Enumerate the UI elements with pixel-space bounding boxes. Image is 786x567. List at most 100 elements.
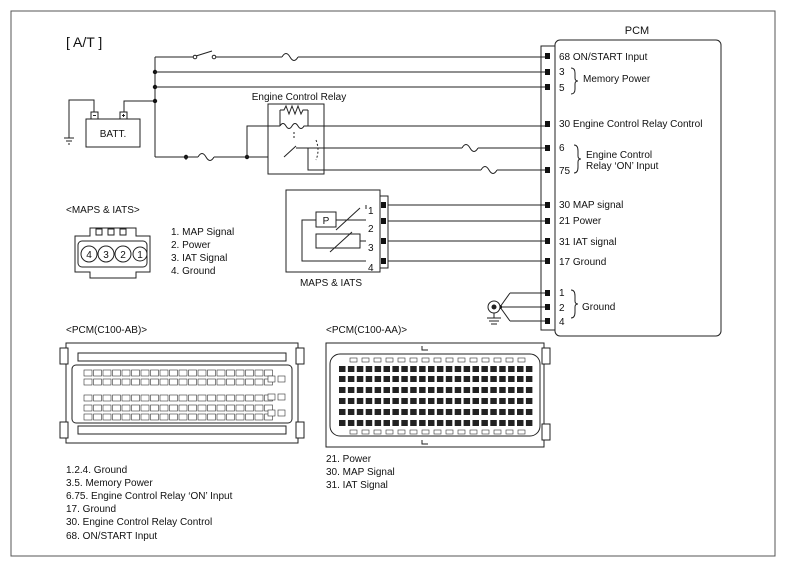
pcm-pin-label: 17 Ground	[559, 257, 606, 268]
pcm-aa-cavity	[454, 398, 462, 404]
pcm-aa-cavity	[428, 376, 435, 382]
pcm-ab-cavity	[169, 394, 178, 402]
page-frame	[10, 10, 776, 557]
maps-pin-3: 3	[368, 243, 374, 254]
chassis-ground-icon	[64, 137, 74, 145]
pcm-aa-cavity	[490, 409, 497, 415]
pcm-aa-cavity	[463, 366, 471, 372]
pcm-aa-cavity	[410, 366, 417, 372]
pcm-ab-legend-item: 1.2.4. Ground	[66, 465, 127, 476]
pcm-aa-cavity	[454, 376, 462, 382]
pcm-aa-cavity	[410, 409, 417, 415]
pcm-aa-title: <PCM(C100-AA)>	[326, 325, 407, 336]
pcm-ab-cavity	[216, 378, 226, 386]
pcm-aa-cavity	[454, 387, 462, 393]
pcm-aa-latch-slot	[409, 357, 418, 363]
pcm-ab-cavity	[159, 394, 169, 402]
pcm-ab-cavity	[254, 413, 264, 421]
pcm-aa-cavity	[339, 387, 346, 393]
maps-legend-item: 1. MAP Signal	[171, 227, 234, 238]
pcm-aa-cavity	[339, 409, 346, 415]
pcm-ab-cavity	[226, 413, 235, 421]
pcm-aa-cavity	[472, 409, 479, 415]
maps-face-pin: 3	[103, 250, 109, 261]
pcm-aa-cavity	[490, 376, 497, 382]
pcm-aa-cavity	[517, 409, 524, 415]
pcm-aa-legend-item: 30. MAP Signal	[326, 467, 395, 478]
pcm-ab-cavity	[93, 404, 102, 412]
pcm-ab-cavity	[277, 393, 286, 401]
pcm-aa-cavity	[419, 387, 426, 393]
relay-internals	[272, 104, 319, 161]
pcm-ab-cavity	[277, 375, 286, 383]
pcm-ab-cavity	[235, 394, 245, 402]
pcm-ab-cavity	[235, 413, 245, 421]
pcm-ab-cavity	[188, 394, 197, 402]
maps-connector-face	[74, 227, 151, 279]
pcm-ab-cavity	[197, 404, 207, 412]
pcm-aa-cavity	[481, 366, 488, 372]
pcm-aa-cavity	[419, 398, 426, 404]
pcm-aa-cavity	[525, 366, 533, 372]
pcm-ab-cavity	[140, 378, 150, 386]
pcm-aa-cavity	[374, 398, 382, 404]
pcm-aa-cavity	[472, 420, 479, 426]
pcm-aa-cavity	[419, 366, 426, 372]
pcm-aa-cavity	[436, 420, 444, 426]
pcm-aa-cavity	[508, 409, 515, 415]
pcm-aa-cavity	[508, 420, 515, 426]
pcm-aa-cavity	[410, 376, 417, 382]
pcm-ab-cavity	[245, 413, 254, 421]
pcm-aa-cavity	[463, 376, 471, 382]
maps-legend-item: 2. Power	[171, 240, 211, 251]
battery-positive-wire	[123, 100, 155, 112]
pcm-pin-label: 2	[559, 303, 565, 314]
pcm-aa-cavity	[436, 387, 444, 393]
pcm-aa-cavity	[472, 366, 479, 372]
pcm-aa-cavity	[374, 376, 382, 382]
pcm-ab-cavity	[112, 378, 121, 386]
pcm-pin-label: 31 IAT signal	[559, 237, 616, 248]
pcm-ab-cavity	[140, 394, 150, 402]
pcm-connector-strip	[540, 45, 556, 331]
mode-label: [ A/T ]	[66, 34, 102, 50]
pcm-aa-cavity	[499, 366, 506, 372]
maps-pin-2: 2	[368, 224, 374, 235]
pcm-aa-cavity	[436, 366, 444, 372]
pcm-ab-cavity	[245, 369, 254, 377]
pcm-aa-cavity	[517, 420, 524, 426]
pcm-ab-cavity	[93, 378, 102, 386]
pcm-aa-cavity	[499, 387, 506, 393]
pcm-pin-label: 1	[559, 288, 565, 299]
pcm-ab-cavity	[140, 369, 150, 377]
pcm-ab-cavity	[254, 369, 264, 377]
pcm-pin-label: 4	[559, 317, 565, 328]
pcm-ab-cavity	[131, 413, 140, 421]
pcm-aa-cavity	[392, 398, 399, 404]
pcm-ab-cavity	[169, 404, 178, 412]
group-relay-on-line2: Relay ‘ON’ Input	[586, 161, 659, 172]
pcm-ab-cavity	[267, 409, 276, 417]
pcm-aa-cavity	[347, 409, 355, 415]
pcm-aa-latch-slot	[445, 429, 454, 435]
pcm-ab-cavity	[131, 369, 140, 377]
pcm-ab-cavity	[83, 394, 93, 402]
pcm-aa-cavity	[374, 409, 382, 415]
pcm-ab-cavity	[197, 394, 207, 402]
pcm-ab-cavity	[150, 378, 159, 386]
pcm-ab-cavity	[178, 394, 188, 402]
pcm-ab-cavity	[188, 413, 197, 421]
wire-relay-on-75	[307, 148, 545, 174]
pcm-aa-cavity	[392, 420, 399, 426]
pcm-ab-cavity	[178, 369, 188, 377]
pcm-aa-cavity	[339, 398, 346, 404]
pcm-pin-label: 6	[559, 143, 565, 154]
maps-iats-block	[285, 189, 381, 273]
pcm-ab-cavity	[131, 394, 140, 402]
pcm-aa-latch-slot	[505, 429, 514, 435]
pcm-aa-cavity	[401, 398, 408, 404]
pcm-aa-cavity	[481, 420, 488, 426]
brace-memory	[570, 67, 579, 95]
pcm-aa-cavity	[383, 366, 390, 372]
